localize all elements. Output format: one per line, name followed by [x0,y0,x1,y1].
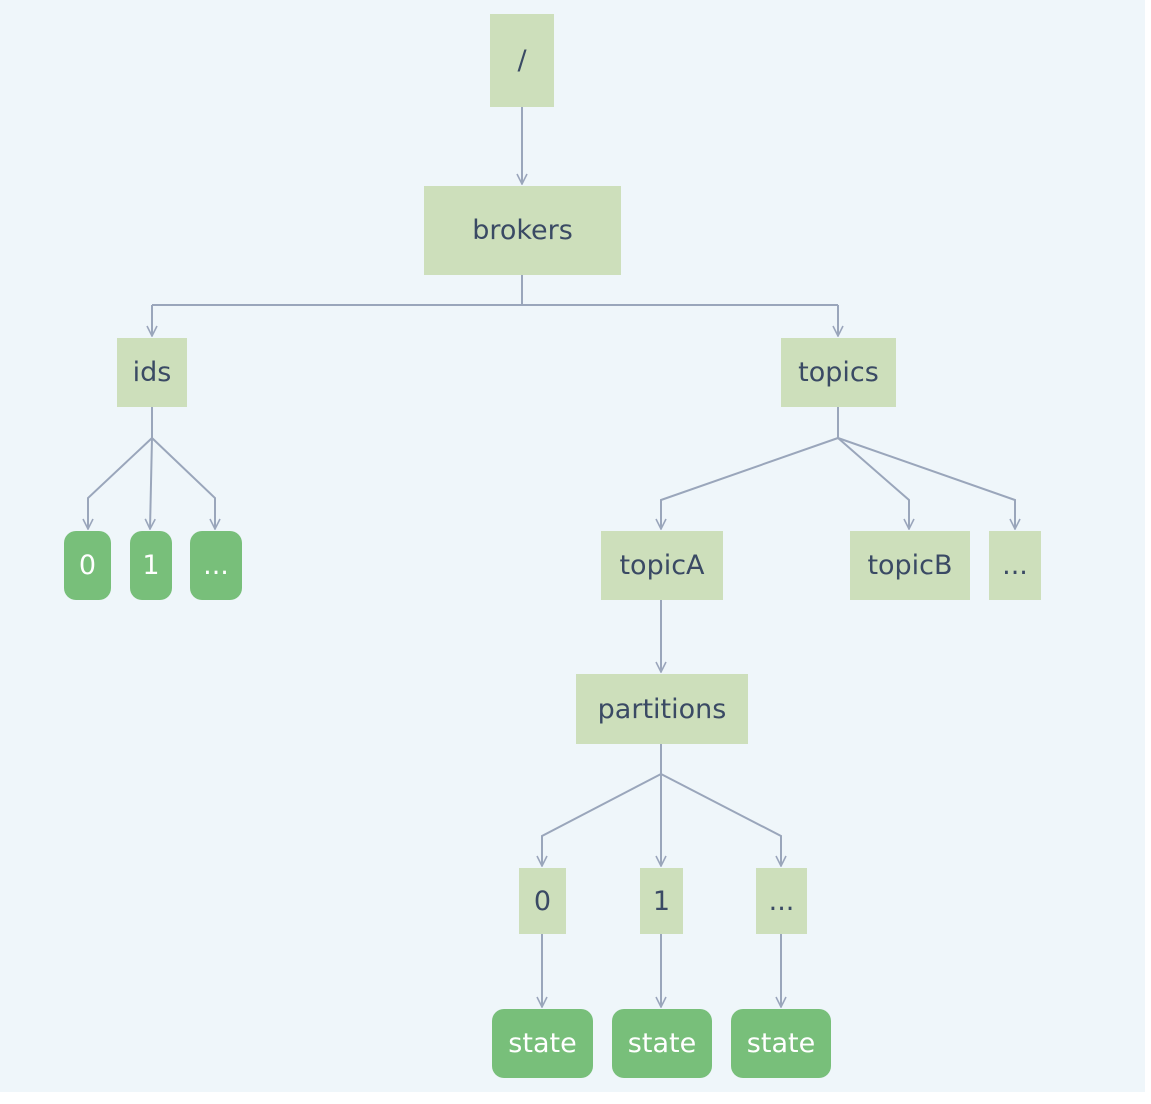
partition-node: 0 [519,868,566,934]
node-root: / [490,14,554,107]
node-ids: ids [117,338,187,407]
state-node: state [492,1009,593,1078]
edge-topics-topicB [837,437,909,529]
broker-id-node: 0 [64,531,111,600]
node-topic-more: ... [989,531,1041,600]
state-node: state [731,1009,831,1078]
node-brokers: brokers [424,186,621,275]
edge-topics-more [837,437,1015,529]
broker-id-node: 1 [130,531,172,600]
edge-topics-topicA [661,437,839,529]
edge-ids-1 [150,437,152,529]
partition-node: 1 [640,868,683,934]
node-topicB: topicB [850,531,970,600]
broker-id-node: ... [190,531,242,600]
edge-ids-0 [88,437,153,529]
partition-node: ... [756,868,807,934]
node-topics: topics [781,338,896,407]
node-partitions: partitions [576,674,748,744]
edge-partitions-0 [542,773,662,866]
node-topicA: topicA [601,531,723,600]
edge-partitions-more [660,773,781,866]
edge-ids-more [151,437,215,529]
state-node: state [612,1009,712,1078]
